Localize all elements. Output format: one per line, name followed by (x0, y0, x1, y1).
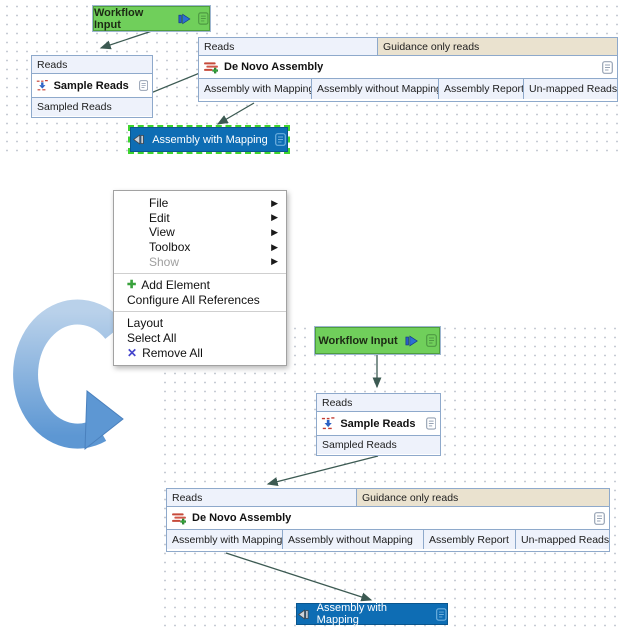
de-novo-assembly-node-top[interactable]: Reads Guidance only reads De Novo Assemb… (198, 37, 618, 102)
remove-x-icon: ✕ (127, 345, 138, 360)
sample-reads-node-bottom[interactable]: Reads Sample Reads Sampled Reads (316, 393, 441, 456)
submenu-arrow-icon: ▶ (271, 256, 278, 267)
input-port-reads[interactable]: Reads (199, 38, 378, 55)
document-icon[interactable] (602, 61, 613, 74)
output-port-un-mapped-reads[interactable]: Un-mapped Reads (516, 530, 609, 549)
output-back-arrow-icon (132, 133, 145, 146)
output-port-assembly-with-mapping[interactable]: Assembly with Mapping (199, 79, 312, 99)
add-plus-icon: ✚ (127, 278, 137, 291)
document-icon[interactable] (436, 608, 447, 621)
document-icon[interactable] (594, 512, 605, 525)
document-icon[interactable] (275, 133, 286, 146)
submenu-arrow-icon: ▶ (271, 197, 278, 208)
workflow-input-label: Workflow Input (94, 6, 144, 31)
result-node-assembly-with-mapping-bottom[interactable]: Assembly with Mapping (296, 602, 448, 626)
input-port-guidance-only-reads[interactable]: Guidance only reads (378, 38, 617, 55)
menu-item-toolbox[interactable]: Toolbox ▶ (149, 240, 278, 255)
output-back-arrow-icon (297, 608, 310, 621)
input-play-icon (178, 12, 192, 26)
input-port-reads[interactable]: Reads (317, 394, 440, 411)
menu-item-edit[interactable]: Edit ▶ (149, 210, 278, 225)
input-port-reads[interactable]: Reads (167, 489, 357, 506)
output-port-un-mapped-reads[interactable]: Un-mapped Reads (524, 79, 617, 99)
tool-name: De Novo Assembly (224, 61, 324, 73)
menu-item-remove-all[interactable]: ✕ Remove All (127, 345, 203, 360)
de-novo-assembly-icon (171, 512, 187, 525)
context-menu: File ▶ Edit ▶ View ▶ Toolbox ▶ Show ▶ ✚ … (113, 190, 287, 366)
workflow-input-node-top[interactable]: Workflow Input (93, 6, 210, 31)
submenu-arrow-icon: ▶ (271, 212, 278, 223)
menu-item-show: Show ▶ (149, 254, 278, 269)
output-port-sampled-reads[interactable]: Sampled Reads (317, 436, 440, 454)
output-port-assembly-report[interactable]: Assembly Report (424, 530, 516, 549)
tool-name: Sample Reads (340, 417, 416, 430)
document-icon[interactable] (139, 79, 148, 92)
submenu-arrow-icon: ▶ (271, 241, 278, 252)
de-novo-assembly-node-bottom[interactable]: Reads Guidance only reads De Novo Assemb… (166, 488, 610, 552)
menu-item-file[interactable]: File ▶ (149, 196, 278, 211)
result-label: Assembly with Mapping (152, 133, 268, 146)
sample-reads-node-top[interactable]: Reads Sample Reads Sampled Reads (31, 55, 153, 118)
menu-separator (114, 272, 286, 274)
output-port-assembly-report[interactable]: Assembly Report (439, 79, 524, 99)
tool-name: De Novo Assembly (192, 512, 292, 524)
menu-item-layout[interactable]: Layout (127, 316, 164, 331)
output-port-assembly-with-mapping[interactable]: Assembly with Mapping (167, 530, 283, 549)
workflow-canvas-bottom[interactable] (158, 322, 621, 627)
workflow-input-node-bottom[interactable]: Workflow Input (315, 327, 440, 354)
transform-arrow (13, 299, 125, 451)
document-icon[interactable] (198, 12, 209, 25)
tool-name: Sample Reads (53, 79, 129, 92)
input-play-icon (405, 334, 419, 348)
input-port-guidance-only-reads[interactable]: Guidance only reads (357, 489, 609, 506)
de-novo-assembly-icon (203, 61, 219, 74)
sample-reads-icon (36, 78, 49, 93)
menu-item-configure-all-references[interactable]: Configure All References (127, 292, 260, 307)
document-icon[interactable] (426, 334, 437, 347)
menu-item-view[interactable]: View ▶ (149, 225, 278, 240)
output-port-assembly-without-mapping[interactable]: Assembly without Mapping (283, 530, 424, 549)
document-icon[interactable] (426, 417, 436, 430)
result-label: Assembly with Mapping (316, 602, 387, 626)
result-node-assembly-with-mapping-top[interactable]: Assembly with Mapping (128, 125, 290, 154)
submenu-arrow-icon: ▶ (271, 226, 278, 237)
sample-reads-icon (321, 416, 335, 431)
workflow-input-label: Workflow Input (318, 334, 398, 347)
menu-separator (114, 311, 286, 313)
output-port-assembly-without-mapping[interactable]: Assembly without Mapping (312, 79, 439, 99)
menu-item-select-all[interactable]: Select All (127, 331, 177, 346)
menu-item-add-element[interactable]: ✚ Add Element (127, 278, 210, 293)
input-port-reads[interactable]: Reads (32, 56, 152, 73)
output-port-sampled-reads[interactable]: Sampled Reads (32, 98, 152, 116)
